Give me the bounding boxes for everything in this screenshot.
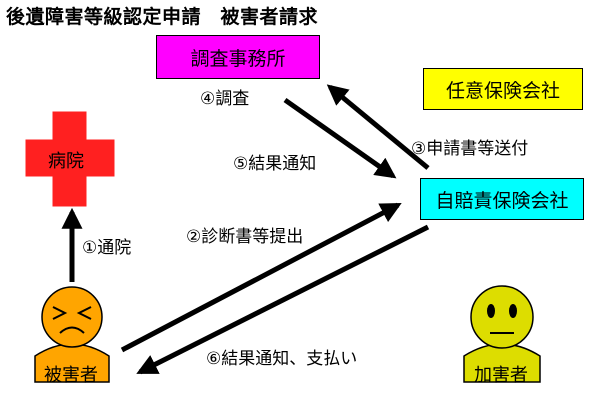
diagram-title: 後遺障害等級認定申請 被害者請求	[6, 6, 319, 28]
step6-label: ⑥結果通知、支払い	[206, 349, 358, 369]
step4-label: ④調査	[200, 89, 250, 109]
investigation-office-label: 調査事務所	[190, 47, 286, 70]
voluntary-insurance-box: 任意保険会社	[423, 68, 583, 110]
compulsory-insurance-label: 自賠責保険会社	[435, 189, 569, 212]
step2-label: ②診断書等提出	[186, 227, 304, 247]
step1-label: ①通院	[82, 238, 132, 258]
perpetrator-face-icon	[463, 285, 541, 383]
arrow-step2	[120, 202, 402, 353]
victim-label: 被害者	[44, 365, 98, 386]
arrow-step5	[283, 97, 397, 179]
hospital-cross-icon	[25, 111, 115, 207]
hospital-label: 病院	[48, 151, 84, 172]
victim-face-icon	[34, 286, 110, 383]
arrow-step3	[326, 84, 430, 170]
step5-label: ⑤結果通知	[233, 154, 317, 174]
voluntary-insurance-label: 任意保険会社	[445, 79, 560, 102]
compulsory-insurance-box: 自賠責保険会社	[420, 178, 584, 220]
arrow-step6	[136, 224, 430, 375]
step3-label: ③申請書等送付	[411, 139, 529, 159]
investigation-office-box: 調査事務所	[156, 35, 320, 79]
perpetrator-label: 加害者	[474, 365, 528, 386]
